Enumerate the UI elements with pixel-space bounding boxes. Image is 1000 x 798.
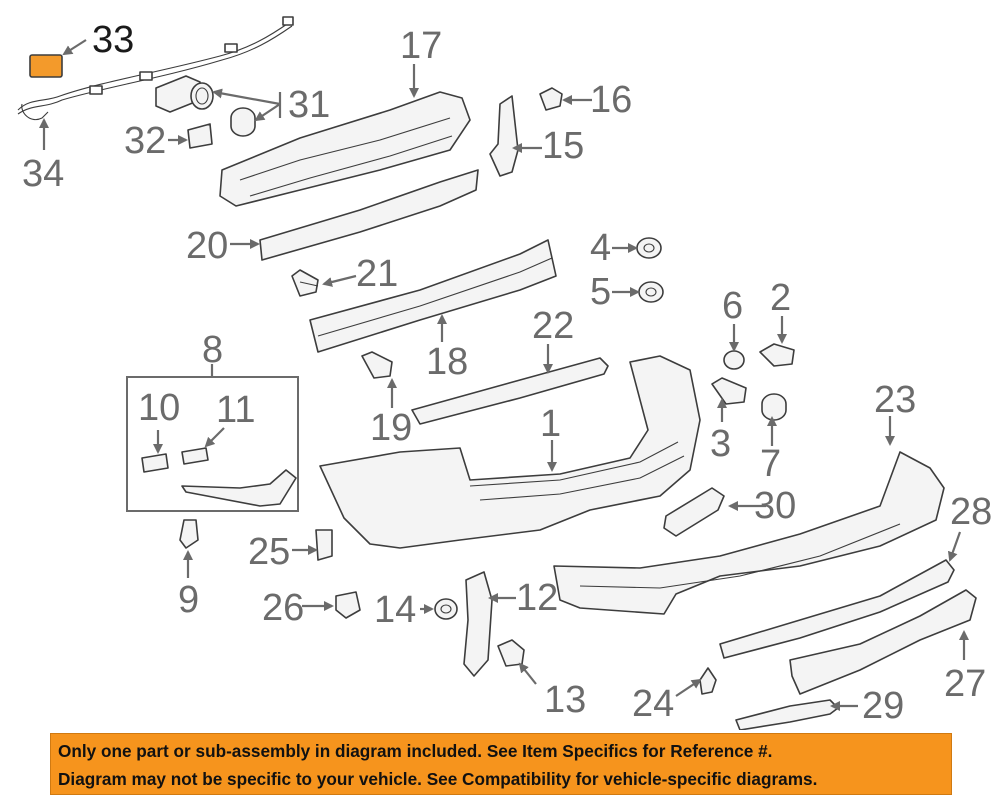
part-10 <box>141 453 169 473</box>
disclaimer-banner: Only one part or sub-assembly in diagram… <box>50 733 952 795</box>
disclaimer-line-2: Diagram may not be specific to your vehi… <box>58 769 818 789</box>
impact-bar <box>309 239 557 353</box>
callout-5: 5 <box>590 271 611 313</box>
callout-4: 4 <box>590 227 611 269</box>
wiring-harness <box>17 16 294 121</box>
disclaimer-line-1: Only one part or sub-assembly in diagram… <box>58 741 773 761</box>
bolt-3 <box>711 377 747 405</box>
callout-15: 15 <box>542 125 584 167</box>
callout-27: 27 <box>944 663 986 705</box>
callout-1: 1 <box>540 403 561 445</box>
reflector-30 <box>663 487 725 537</box>
trim-28 <box>719 559 955 659</box>
callout-17: 17 <box>400 25 442 67</box>
parts-diagram: 33 34 32 31 17 16 15 20 21 4 5 18 22 19 … <box>17 16 992 730</box>
bolt-2 <box>759 343 795 367</box>
bolt-19 <box>361 351 393 379</box>
clip-26 <box>335 591 361 619</box>
retainer-24 <box>699 667 717 695</box>
bolt-21 <box>291 269 319 297</box>
callout-9: 9 <box>178 579 199 621</box>
part-33-highlight[interactable] <box>29 54 63 78</box>
molding-8 <box>181 469 297 507</box>
bracket-15 <box>489 95 519 177</box>
callout-24: 24 <box>632 683 674 725</box>
callout-2: 2 <box>770 277 791 319</box>
callout-34: 34 <box>22 153 64 195</box>
plug-7 <box>761 393 787 421</box>
callout-6: 6 <box>722 285 743 327</box>
bolt-13 <box>497 639 525 667</box>
bracket-12 <box>463 571 493 677</box>
callout-11: 11 <box>216 389 255 431</box>
bolt-16 <box>539 87 563 111</box>
part-11 <box>181 447 209 465</box>
callout-32: 32 <box>124 120 166 162</box>
callout-10: 10 <box>138 387 180 429</box>
callout-28: 28 <box>950 491 992 533</box>
reinforcement-bracket <box>259 169 479 261</box>
trim-27 <box>789 589 977 695</box>
callout-20: 20 <box>186 225 228 267</box>
callout-25: 25 <box>248 531 290 573</box>
lead-lines <box>39 39 969 711</box>
callout-31: 31 <box>288 84 330 126</box>
callout-13: 13 <box>544 679 586 721</box>
callout-26: 26 <box>262 587 304 629</box>
callout-21: 21 <box>356 253 398 295</box>
clip-9 <box>179 519 199 549</box>
callout-18: 18 <box>426 341 468 383</box>
callout-19: 19 <box>370 407 412 449</box>
callout-3: 3 <box>710 423 731 465</box>
nut-14 <box>434 598 458 620</box>
callout-12: 12 <box>516 577 558 619</box>
bumper-cover <box>319 355 701 549</box>
callout-22: 22 <box>532 305 574 347</box>
trim-29 <box>735 699 839 730</box>
nut-4 <box>636 237 662 259</box>
nut-5 <box>638 281 664 303</box>
callout-7: 7 <box>760 443 781 485</box>
step-pad <box>411 357 609 425</box>
callout-29: 29 <box>862 685 904 727</box>
callouts: 33 34 32 31 17 16 15 20 21 4 5 18 22 19 … <box>22 19 992 727</box>
washer-6 <box>723 350 745 370</box>
callout-23: 23 <box>874 379 916 421</box>
park-sensor <box>155 75 256 149</box>
callout-8: 8 <box>202 329 223 371</box>
lower-fascia <box>553 451 945 615</box>
callout-30: 30 <box>754 485 796 527</box>
callout-14: 14 <box>374 589 416 631</box>
bolt-25 <box>315 529 333 561</box>
callout-33: 33 <box>92 19 134 61</box>
callout-16: 16 <box>590 79 632 121</box>
